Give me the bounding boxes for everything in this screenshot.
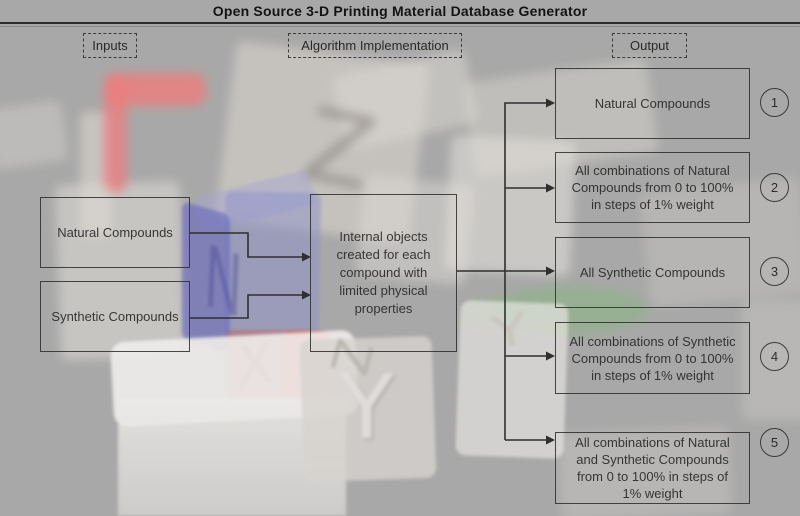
output-box-2: All combinations of Natural Compounds fr… [555,152,750,223]
title-divider-light [0,26,800,27]
input-box-natural-compounds: Natural Compounds [40,197,190,268]
title-divider-dark [0,22,800,24]
column-header-output: Output [612,33,687,58]
output-box-3: All Synthetic Compounds [555,237,750,308]
output-box-5: All combinations of Natural and Syntheti… [555,432,750,504]
output-number-badge-2: 2 [760,173,789,202]
output-number-badge-5: 5 [760,428,789,457]
column-header-algorithm: Algorithm Implementation [288,33,462,58]
algorithm-box: Internal objects created for each compou… [310,194,457,352]
figure-title: Open Source 3-D Printing Material Databa… [212,3,588,19]
input-box-synthetic-compounds: Synthetic Compounds [40,281,190,352]
cube-letter-y-front-icon: Y [340,356,394,459]
output-number-badge-1: 1 [760,88,789,117]
output-box-4: All combinations of Synthetic Compounds … [555,322,750,394]
photo-red-shape-vertical [104,73,127,193]
column-header-inputs: Inputs [83,33,137,58]
output-box-1: Natural Compounds [555,68,750,139]
output-number-badge-3: 3 [760,257,789,286]
output-number-badge-4: 4 [760,342,789,371]
